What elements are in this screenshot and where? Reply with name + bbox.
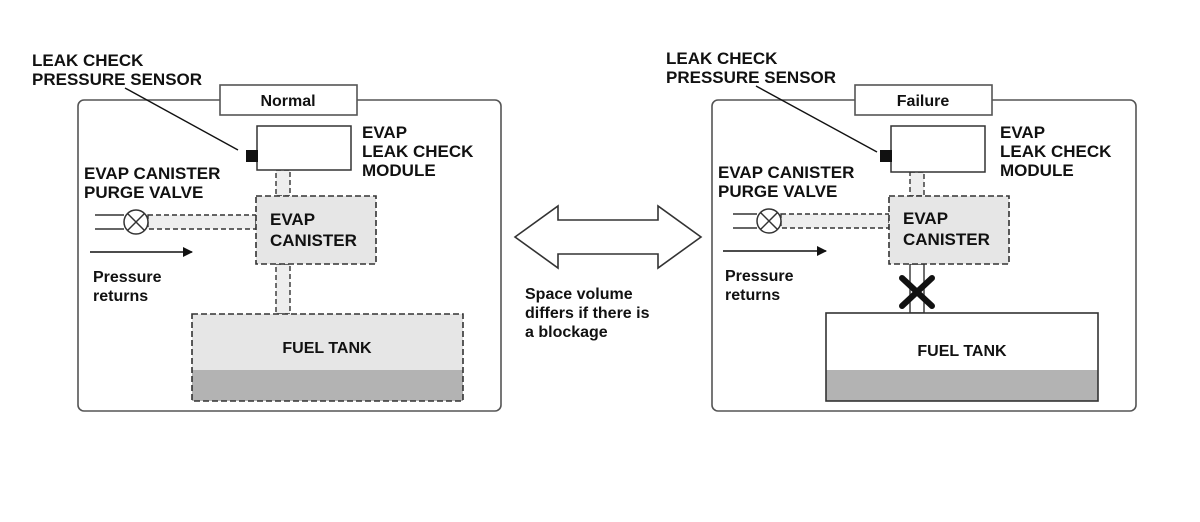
fuel-tank (825, 312, 1099, 402)
evap-canister (888, 195, 1010, 265)
sensor-label: LEAK CHECK (666, 49, 778, 68)
sensor-leader-line (755, 85, 878, 153)
evap-leak-check-module (256, 125, 352, 171)
comparison-arrow-group: Space volume differs if there is a block… (513, 204, 703, 341)
canister-label: EVAP (270, 210, 315, 229)
fuel-tank-label: FUEL TANK (282, 340, 372, 357)
panel-title-box (854, 84, 993, 116)
pipe-module-canister (275, 169, 291, 197)
pipe-purge (147, 214, 257, 230)
fuel-tank-label: FUEL TANK (917, 343, 1007, 360)
purge-valve-label: EVAP CANISTER (718, 163, 854, 182)
double-arrow-icon (513, 204, 703, 270)
note-text: Space volume (525, 286, 633, 303)
fuel-tank-liquid (826, 370, 1098, 401)
fuel-tank-vapor (826, 313, 1098, 370)
purge-valve-label: PURGE VALVE (718, 182, 837, 201)
module-label: EVAP (362, 123, 407, 142)
pipe-module-canister (909, 171, 925, 197)
module-label: MODULE (362, 161, 436, 180)
sensor-leader-line (124, 87, 239, 151)
panel-failure: Failure LEAK CHECK PRESSURE SENSOR EVAP … (666, 49, 1137, 412)
note-text: a blockage (525, 324, 608, 341)
canister-label: CANISTER (270, 231, 357, 250)
purge-valve-icon (123, 209, 149, 235)
module-label: EVAP (1000, 123, 1045, 142)
note-text: differs if there is (525, 305, 650, 322)
panel-title: Normal (260, 93, 315, 110)
pressure-label: Pressure (725, 268, 794, 285)
sensor-label: LEAK CHECK (32, 51, 144, 70)
module-label: LEAK CHECK (362, 142, 474, 161)
sensor-label: PRESSURE SENSOR (32, 70, 202, 89)
canister-label: CANISTER (903, 230, 990, 249)
fuel-tank (191, 313, 464, 402)
pressure-label: returns (93, 288, 148, 305)
pressure-sensor (246, 150, 258, 162)
panel-title: Failure (897, 93, 950, 110)
sensor-label: PRESSURE SENSOR (666, 68, 836, 87)
evap-leak-check-module (890, 125, 986, 173)
pressure-sensor (880, 150, 892, 162)
fuel-tank-vapor (192, 314, 463, 370)
blockage-x-icon (899, 275, 935, 309)
pressure-label: Pressure (93, 269, 162, 286)
canister-label: EVAP (903, 209, 948, 228)
purge-valve-label: PURGE VALVE (84, 183, 203, 202)
module-label: LEAK CHECK (1000, 142, 1112, 161)
pressure-label: returns (725, 287, 780, 304)
pipe-canister-tank (275, 263, 291, 315)
evap-canister (255, 195, 377, 265)
purge-valve-icon (756, 208, 782, 234)
panel-normal: Normal LEAK CHECK PRESSURE SENSOR EVAP L… (32, 51, 502, 412)
panel-title-box (219, 84, 358, 116)
purge-valve-label: EVAP CANISTER (84, 164, 220, 183)
fuel-tank-liquid (192, 370, 463, 401)
module-label: MODULE (1000, 161, 1074, 180)
pipe-purge (780, 213, 890, 229)
